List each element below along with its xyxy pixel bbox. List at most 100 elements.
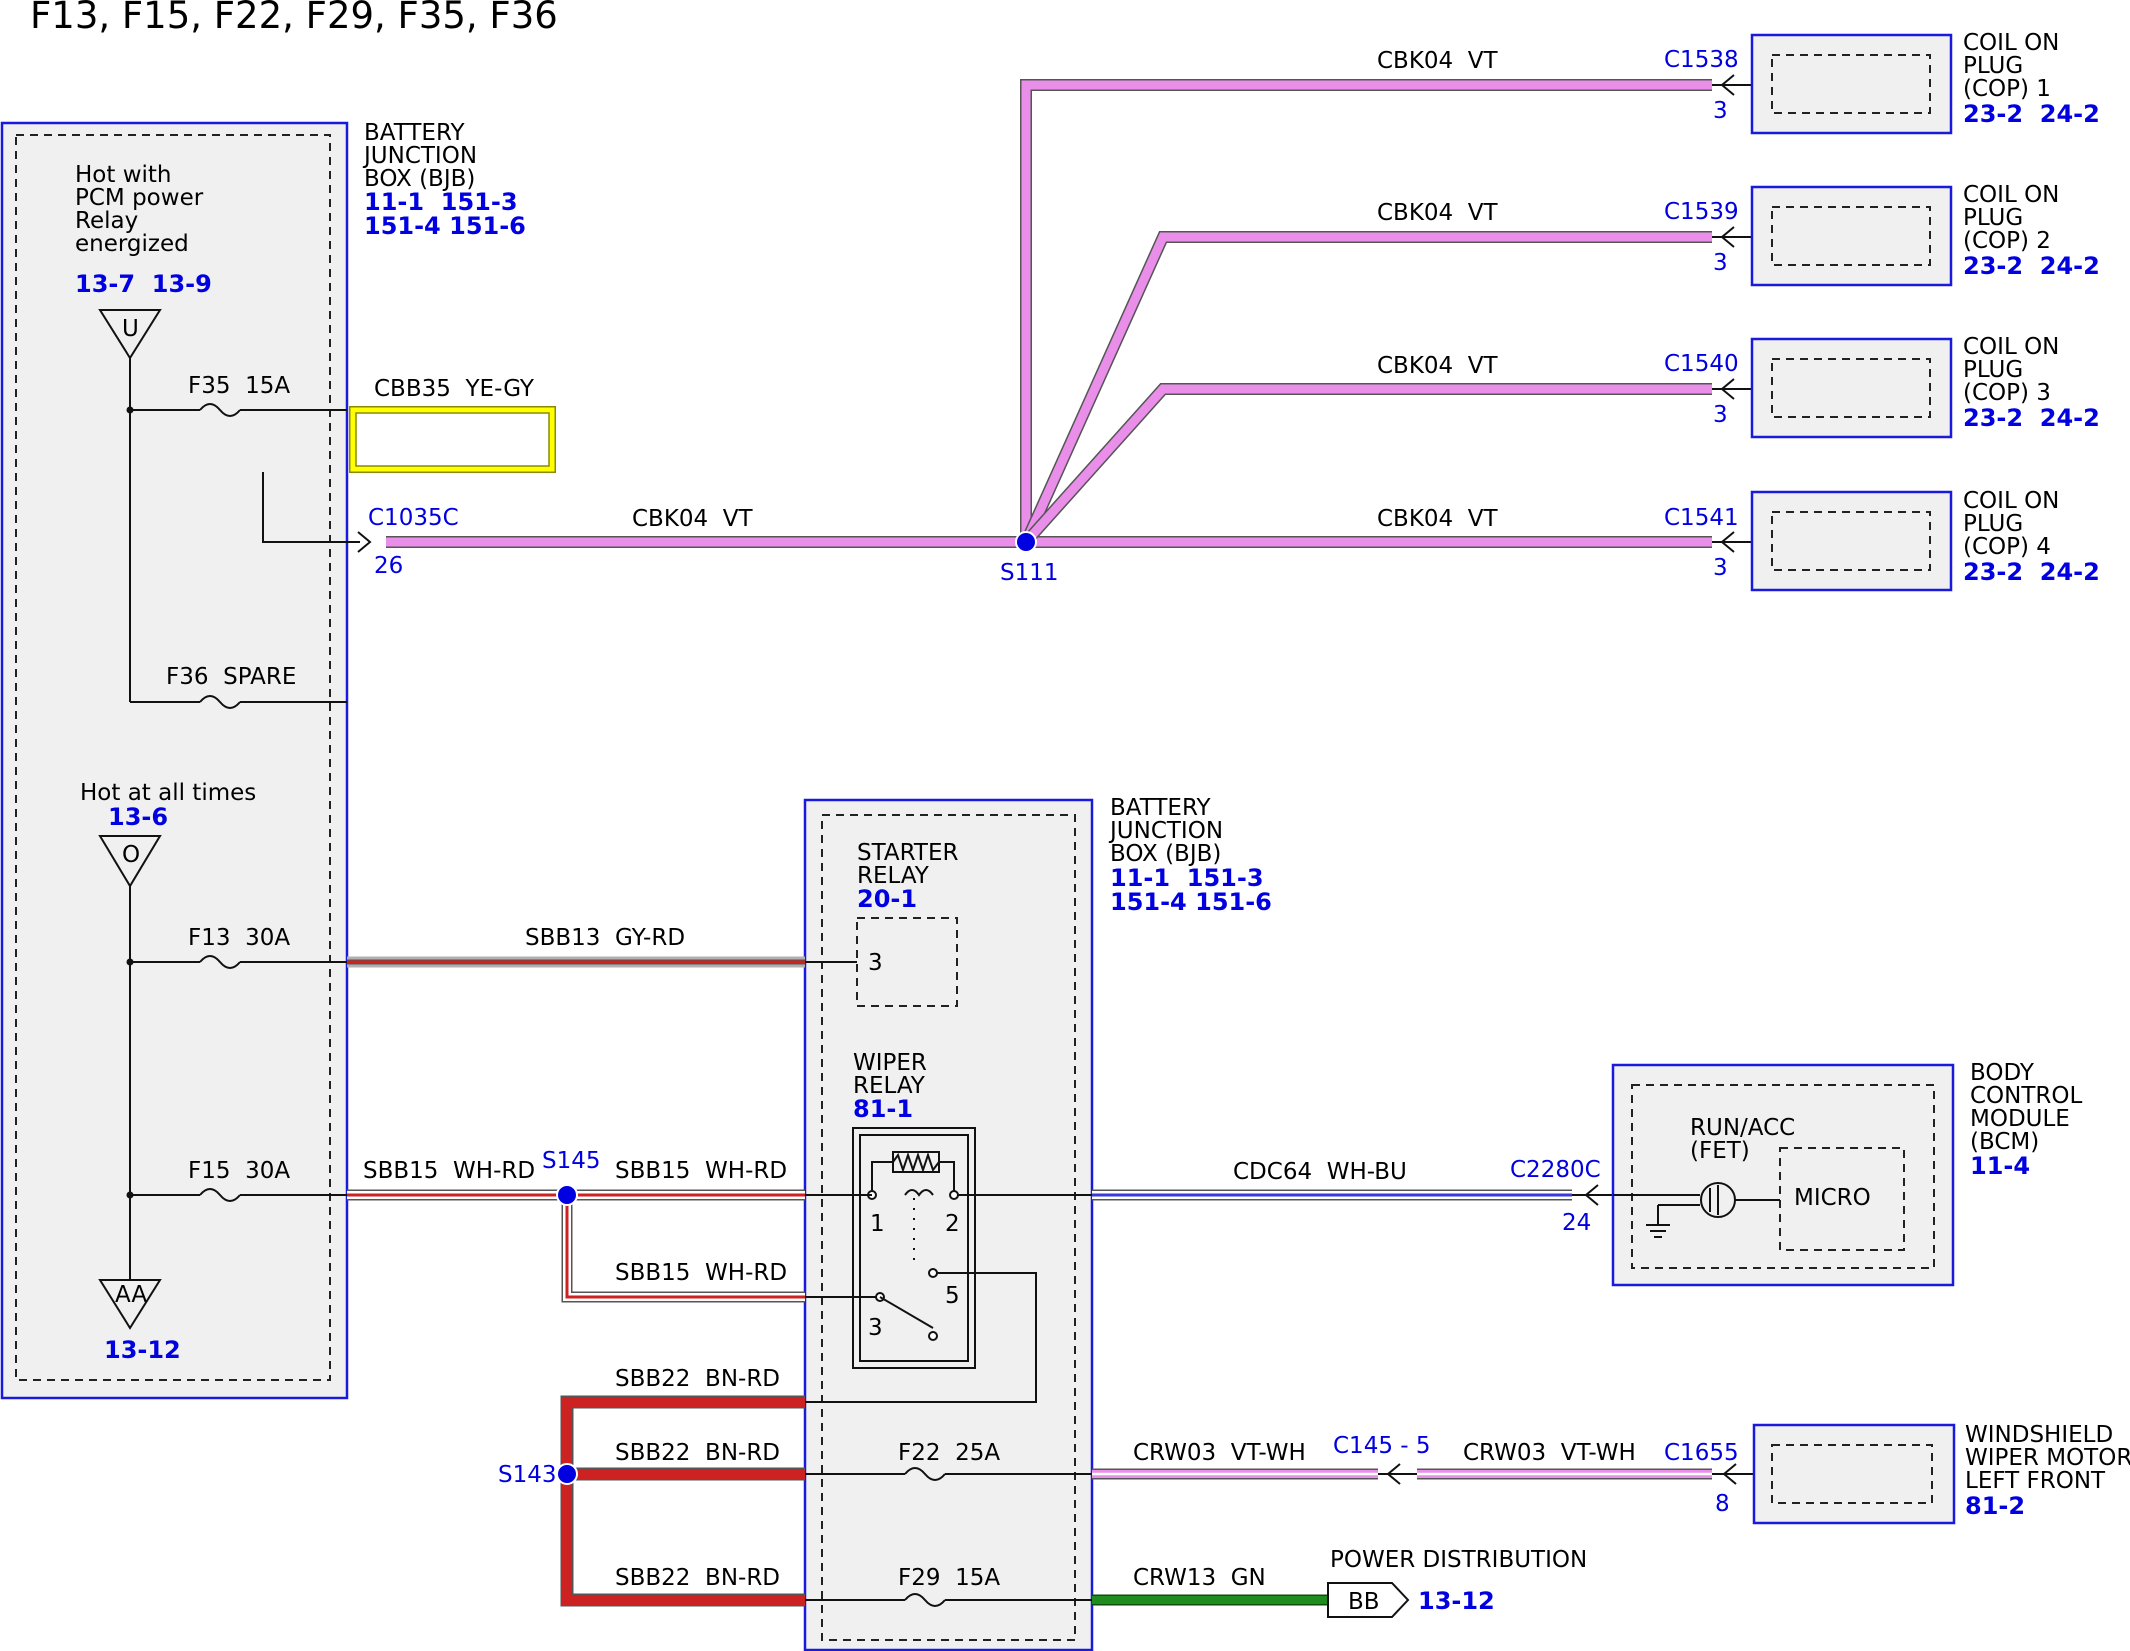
bus-aa-triangle [98,1279,162,1330]
sbb13-label: SBB13 GY-RD [525,925,685,951]
cop2-inner [1771,206,1931,266]
wiper-switch-arm [879,1296,934,1329]
ground-icon [1646,1224,1670,1238]
sbb22-loop-wire [562,1397,805,1605]
c2280c-pin: 24 [1562,1210,1591,1236]
c1541-label: C1541 [1664,505,1739,531]
cop4-label-1: COIL ON [1963,488,2059,514]
hot-pcm-refs: 13-7 13-9 [75,270,212,298]
cop1-inner [1771,54,1931,114]
wiper-motor-box [1752,1423,1956,1525]
s111-splice [1015,531,1037,553]
cop3-label-2: PLUG [1963,357,2023,383]
c2280c-label: C2280C [1510,1157,1601,1183]
starter-label-1: STARTER [857,840,958,866]
cbk04-branch3-wire [1022,384,1712,546]
bcm-fet-label-1: RUN/ACC [1690,1115,1795,1141]
bcm-label-3: MODULE [1970,1106,2070,1132]
bjb-right-refs-2: 151-4 151-6 [1110,888,1272,916]
crw03-label-2: CRW03 VT-WH [1463,1440,1636,1466]
pin5-loop-wire [805,1272,1037,1403]
bcm-fet-label-2: (FET) [1690,1138,1750,1164]
c1539-label: C1539 [1664,199,1739,225]
cbk04-branch4-label: CBK04 VT [1377,506,1499,532]
hot-pcm-label-2: PCM power [75,185,204,211]
bcm-box [1611,1063,1955,1287]
bcm-micro-label: MICRO [1794,1185,1871,1211]
wiper-relay-inner [859,1134,969,1362]
c145-label: C145 - 5 [1333,1433,1431,1459]
wiper-pin2-dot [949,1190,959,1200]
wiper-motor-inner [1771,1444,1933,1504]
fet-source-lead [1658,1204,1700,1206]
bb-connector-icon [1327,1582,1410,1618]
cbk04-branch2-wire [1021,232,1712,544]
bus-u-triangle [98,309,162,360]
c1035c-pin: 26 [374,553,403,579]
starter-label-2: RELAY [857,863,930,889]
cop-4: C1541 3 COIL ON PLUG (COP) 4 23-2 24-2 [1664,488,2100,592]
c1538-pin: 3 [1713,98,1728,124]
cop-1: C1538 3 COIL ON PLUG (COP) 1 23-2 24-2 [1664,30,2100,135]
cbb35-outline-outer [349,406,556,473]
s145-splice [556,1184,578,1206]
cop-2: C1539 3 COIL ON PLUG (COP) 2 23-2 24-2 [1664,182,2100,287]
bus-aa-ref: 13-12 [104,1336,181,1364]
fuse-f15-label: F15 30A [188,1158,290,1184]
sbb15-label-1: SBB15 WH-RD [363,1158,535,1184]
sbb22-label-1: SBB22 BN-RD [615,1366,780,1392]
hot-pcm-label-4: energized [75,231,189,257]
cbk04-branch3-outline [1021,383,1712,547]
f22-fuse-symbol [904,1467,946,1481]
fuse-f29-label: F29 15A [898,1565,1000,1591]
bcm-ref: 11-4 [1970,1152,2030,1180]
f35-fuse-symbol [199,403,241,417]
s145-label: S145 [542,1148,601,1174]
cop2-label-1: COIL ON [1963,182,2059,208]
wiper-motor-label-1: WINDSHIELD [1965,1422,2113,1448]
hot-pcm-label-3: Relay [75,208,138,234]
bjb-right-label-2: JUNCTION [1108,818,1223,844]
fuse-f35-label: F35 15A [188,373,290,399]
sbb13-wire [347,956,805,968]
s111-label: S111 [1000,560,1059,586]
cop3-label-3: (COP) 3 [1963,380,2051,406]
sbb22-label-2: SBB22 BN-RD [615,1440,780,1466]
sbb15-3-red [565,1195,805,1299]
bjb-left-box [0,121,349,1400]
cop3-arrow-icon [1720,378,1735,400]
f15-fuse-symbol [199,1188,241,1202]
bjb-left-label-1: BATTERY [364,120,465,146]
c1655-label: C1655 [1664,1440,1739,1466]
wiper-pin2: 2 [945,1211,960,1237]
c1538-label: C1538 [1664,47,1739,73]
bjb-left-label-3: BOX (BJB) [364,166,475,192]
cbk04-branch1-wire [1021,80,1712,542]
c1035c-arrow-icon [357,531,372,553]
cop2-arrow-icon [1720,226,1735,248]
wiper-label-1: WIPER [853,1050,927,1076]
bus-u-label: U [122,316,139,342]
cop4-refs: 23-2 24-2 [1963,558,2100,586]
cbk04-branch1-label: CBK04 VT [1377,48,1499,74]
cop3-label-1: COIL ON [1963,334,2059,360]
fuse-f22-label: F22 25A [898,1440,1000,1466]
cop1-label-2: PLUG [1963,53,2023,79]
bjb-right-refs-1: 11-1 151-3 [1110,864,1264,892]
bus-o-label: O [122,842,140,868]
cbk04-wire-group [386,79,1712,548]
cop4-label-2: PLUG [1963,511,2023,537]
cop4-label-3: (COP) 4 [1963,534,2051,560]
cop3-box [1750,337,1953,439]
bcm-label-1: BODY [1970,1060,2035,1086]
bjb-right-label-3: BOX (BJB) [1110,841,1221,867]
c1540-label: C1540 [1664,351,1739,377]
starter-relay-box [856,917,958,1007]
wiper-pin5-contact [928,1268,938,1278]
s143-label: S143 [498,1462,557,1488]
c2280c-arrow-icon [1584,1184,1599,1206]
power-dist-label: POWER DISTRIBUTION [1330,1547,1587,1573]
f13-fuse-symbol [199,955,241,969]
cbk04-branch2-label: CBK04 VT [1377,200,1499,226]
